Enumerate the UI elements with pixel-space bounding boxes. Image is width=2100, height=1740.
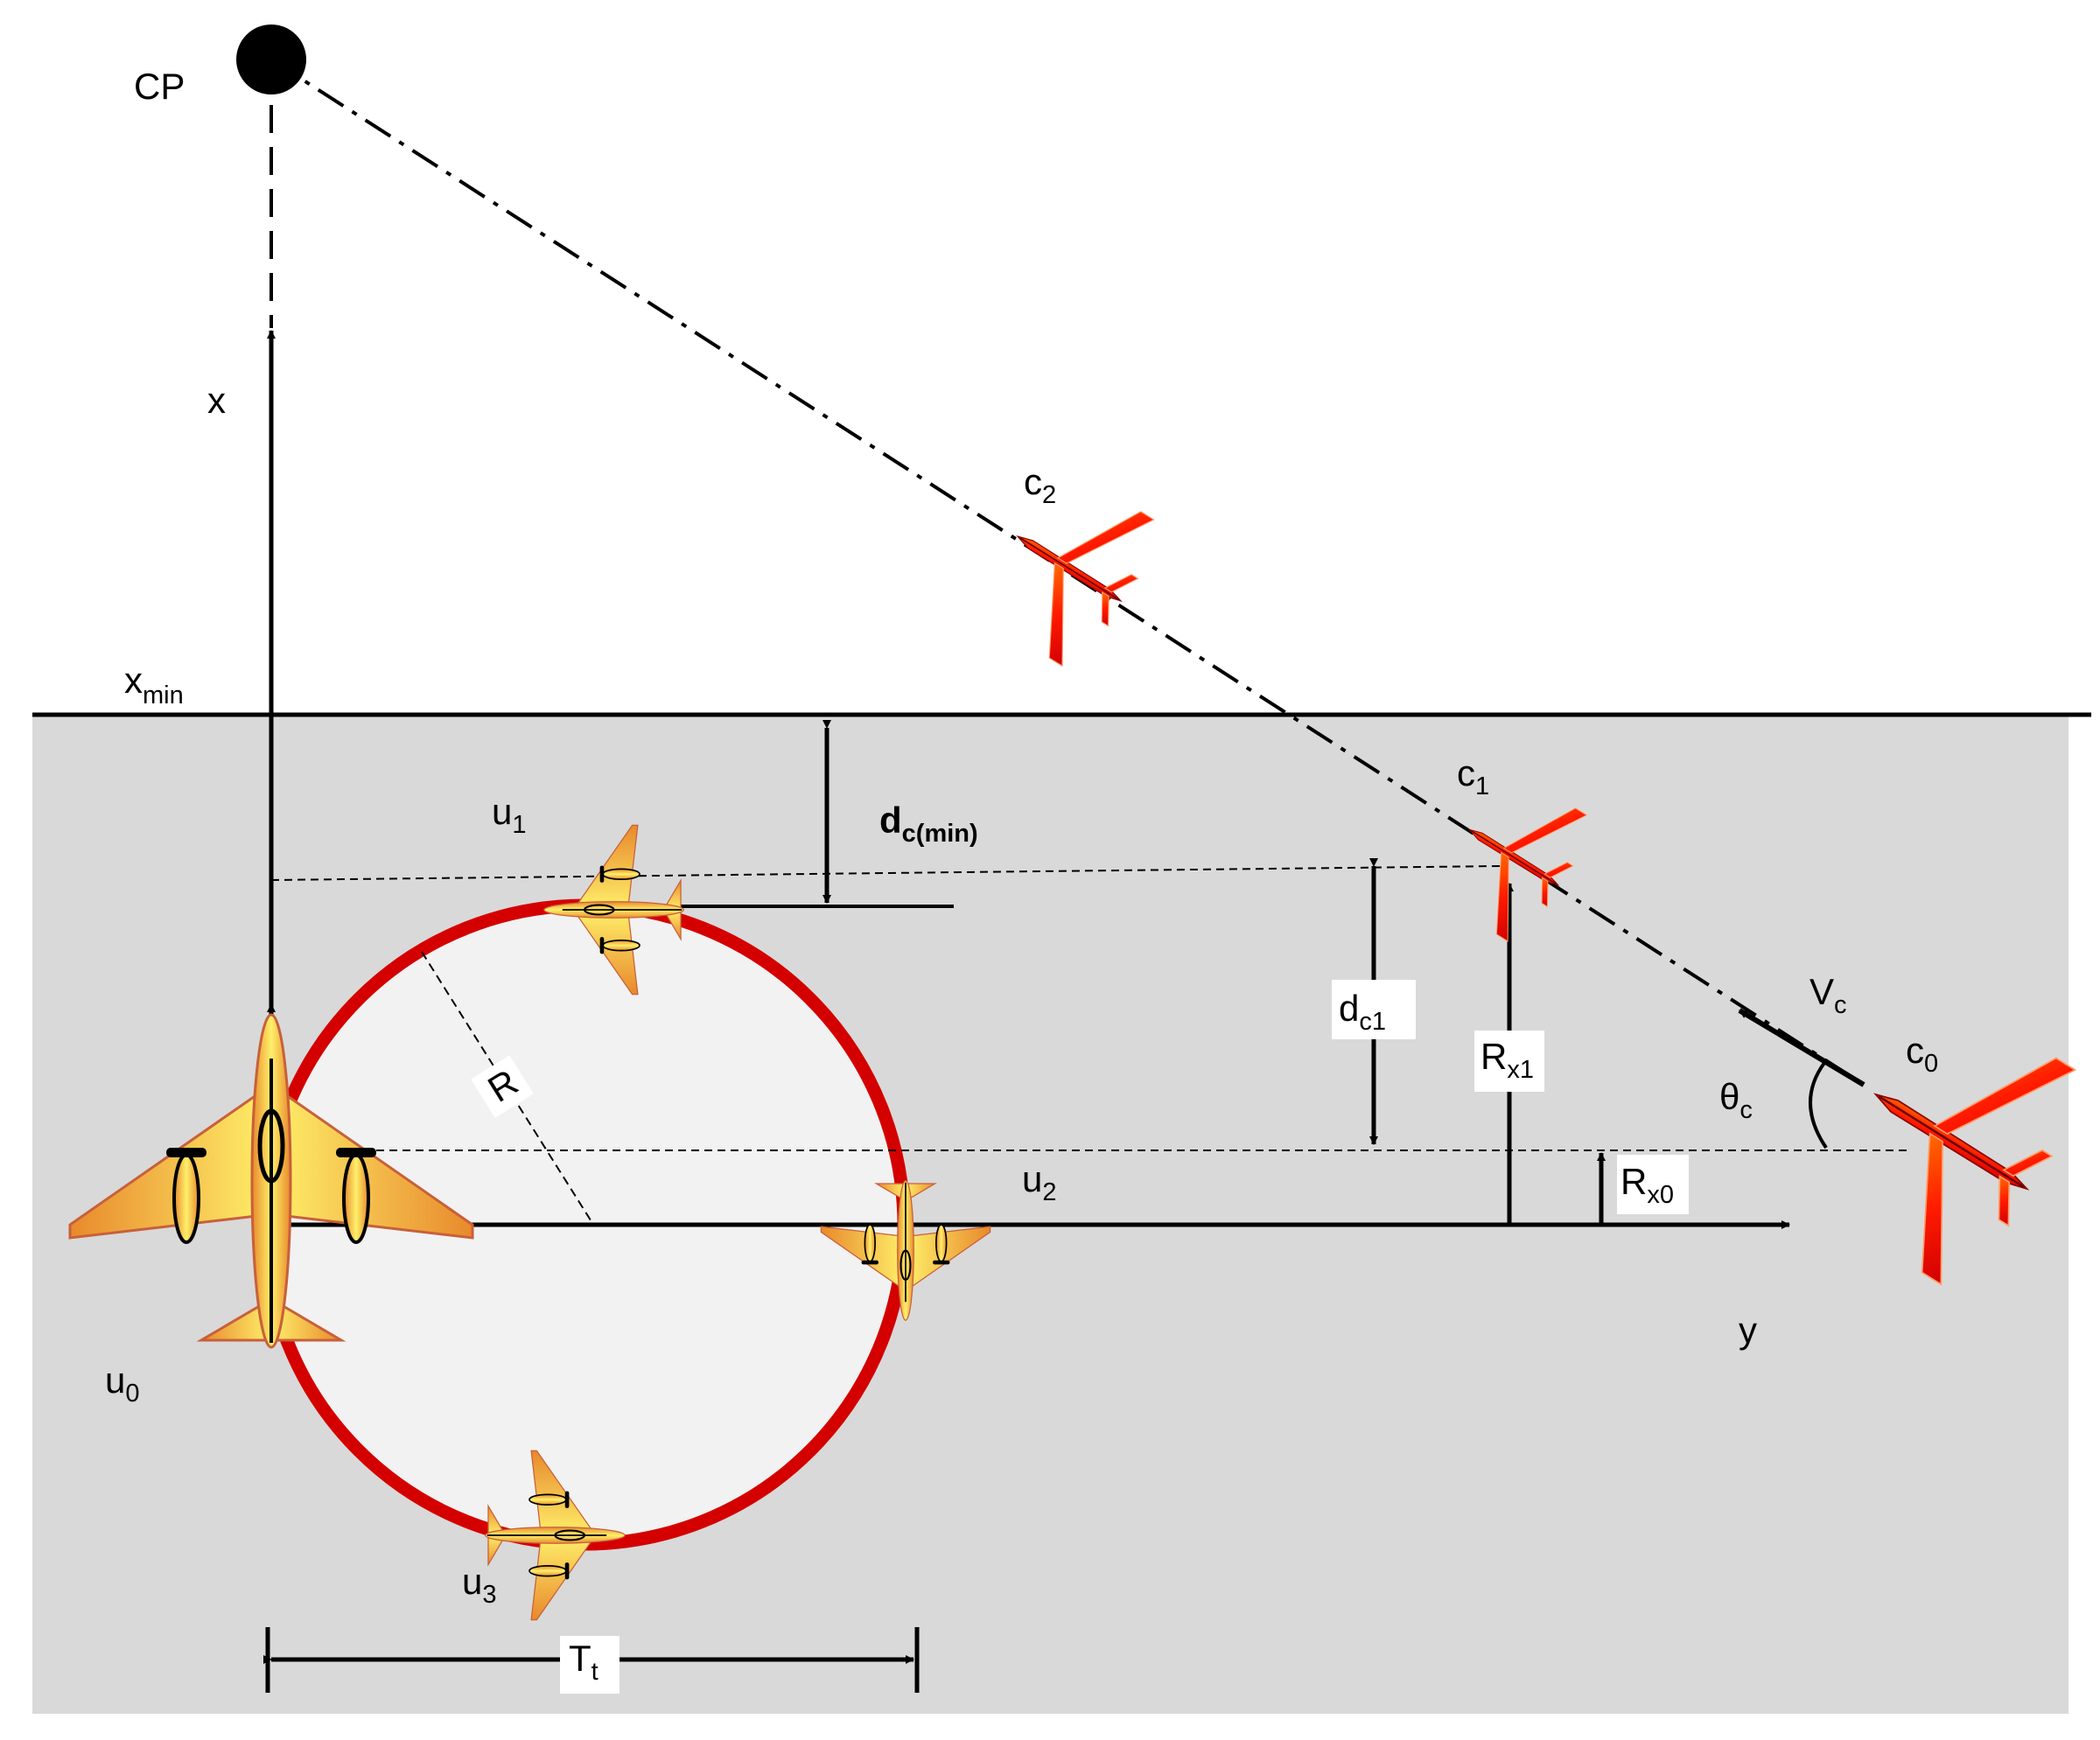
dc1-level-line [270,865,1502,881]
tt-label: Tt [569,1638,598,1686]
dc1-label-box [1332,980,1416,1039]
rx0-label-box [1617,1155,1689,1214]
theta-arc [1809,1061,1828,1150]
x-axis-label: x [207,380,226,421]
theta-label: θc [1719,1076,1753,1124]
intruder-c2 [970,462,1170,676]
cp-label: CP [134,66,185,107]
velocity-label: Vc [1810,971,1847,1019]
velocity-arrow [1738,1008,1866,1087]
rx0-label: Rx0 [1620,1161,1674,1209]
c1-label: c1 [1457,752,1489,800]
radius-label-box [471,1055,534,1118]
cp-point [236,24,306,94]
x-min-label: xmin [124,660,184,709]
u2-label: u2 [1022,1158,1057,1206]
rx1-label: Rx1 [1480,1036,1534,1084]
y-axis-label: y [1739,1310,1757,1351]
u1-label: u1 [492,791,527,839]
intruder-path-line [270,58,1866,1087]
tt-label-box [560,1636,620,1694]
c0-label: c0 [1906,1030,1938,1078]
dc1-label: dc1 [1339,988,1386,1036]
c2-label: c2 [1024,461,1056,509]
dcmin-label: dc(min) [879,800,978,848]
u0-label: u0 [105,1359,140,1408]
rx1-label-box [1474,1031,1544,1092]
u3-label: u3 [462,1561,497,1609]
